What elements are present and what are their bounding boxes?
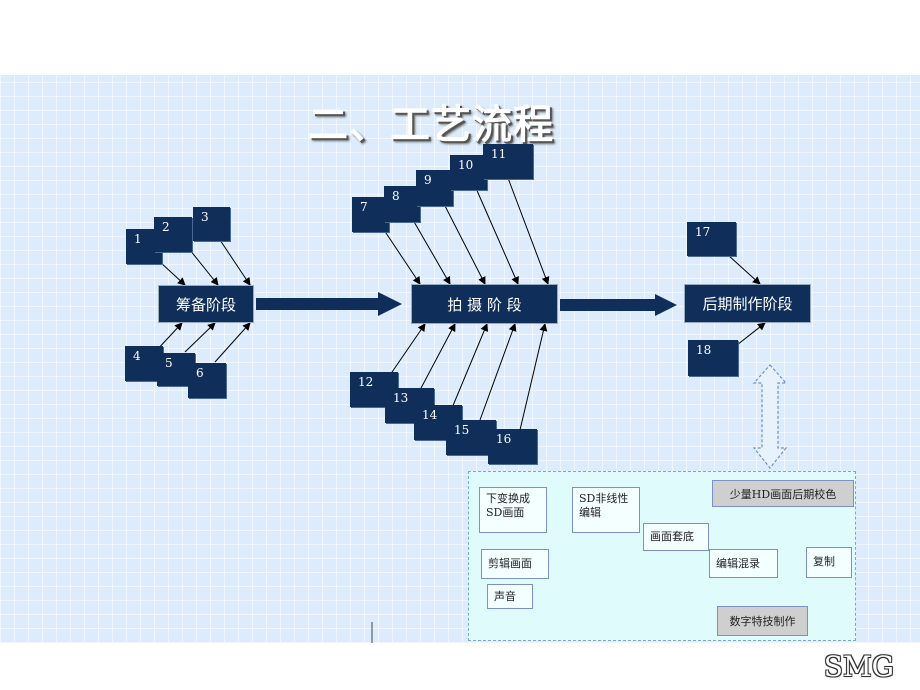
step-box-4: 4 xyxy=(125,346,163,381)
flow-overlay: 画面套底 xyxy=(643,523,709,551)
smg-logo: SMG xyxy=(823,650,894,683)
stage-shoot: 拍 摄 阶 段 xyxy=(411,284,558,324)
flow-vfx: 数字特技制作 xyxy=(717,606,808,636)
step-label: 16 xyxy=(496,432,512,446)
step-label: 12 xyxy=(358,375,374,389)
stage-shoot-label: 拍 摄 阶 段 xyxy=(447,295,522,314)
flow-downconvert: 下变换成SD画面 xyxy=(479,487,547,533)
stage-post: 后期制作阶段 xyxy=(684,284,811,323)
stage-prep: 筹备阶段 xyxy=(158,285,254,323)
step-label: 1 xyxy=(134,232,142,246)
step-box-11: 11 xyxy=(483,144,533,179)
step-label: 8 xyxy=(392,189,400,203)
step-box-7: 7 xyxy=(352,197,389,232)
step-box-9: 9 xyxy=(416,170,453,206)
flow-cut: 剪辑画面 xyxy=(481,549,549,579)
step-label: 9 xyxy=(424,173,432,187)
flow-mix: 编辑混录 xyxy=(709,549,778,578)
step-label: 5 xyxy=(165,356,173,370)
step-label: 15 xyxy=(454,423,470,437)
flow-hd-grade: 少量HD画面后期校色 xyxy=(712,480,854,507)
step-label: 2 xyxy=(162,220,170,234)
step-box-17: 17 xyxy=(687,222,736,256)
stage-post-label: 后期制作阶段 xyxy=(702,295,793,313)
slide-title: 二、工艺流程 xyxy=(308,102,554,148)
step-box-3: 3 xyxy=(193,207,230,241)
step-label: 11 xyxy=(491,147,507,161)
step-box-16: 16 xyxy=(488,429,537,464)
step-label: 17 xyxy=(695,225,711,239)
step-box-6: 6 xyxy=(188,363,226,398)
flow-copy: 复制 xyxy=(806,547,852,578)
flow-sound: 声音 xyxy=(487,584,533,609)
step-label: 6 xyxy=(196,366,204,380)
step-box-8: 8 xyxy=(384,186,420,222)
step-box-10: 10 xyxy=(450,155,487,190)
step-label: 10 xyxy=(458,158,474,172)
stage-prep-label: 筹备阶段 xyxy=(175,295,236,314)
step-label: 13 xyxy=(393,391,409,405)
step-label: 7 xyxy=(360,200,368,214)
step-label: 4 xyxy=(133,349,141,363)
step-box-2: 2 xyxy=(154,217,192,252)
step-box-15: 15 xyxy=(446,420,496,455)
step-label: 3 xyxy=(201,210,209,224)
step-label: 18 xyxy=(696,343,712,357)
step-box-18: 18 xyxy=(688,340,738,376)
step-label: 14 xyxy=(422,408,438,422)
flow-sd-edit: SD非线性编辑 xyxy=(572,487,640,533)
